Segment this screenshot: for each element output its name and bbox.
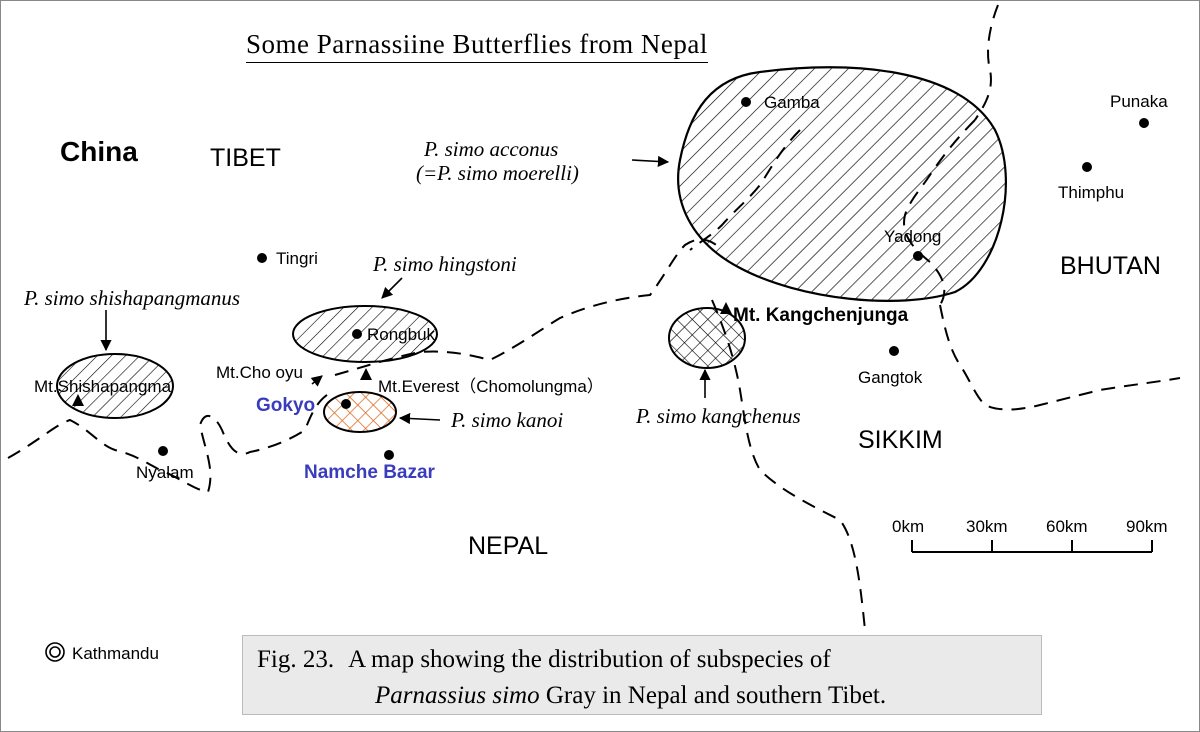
distribution-areas	[56, 66, 1007, 433]
label-shishapangmanus: P. simo shishapangmanus	[24, 286, 241, 310]
city-dots	[158, 97, 1149, 460]
label-everest: Mt.Everest（Chomolungma）	[378, 377, 604, 396]
label-yadong: Yadong	[884, 227, 942, 246]
map-title: Some Parnassiine Butterflies from Nepal	[246, 29, 708, 63]
label-cho-oyu: Mt.Cho oyu	[216, 363, 303, 382]
label-kangchenus: P. simo kangchenus	[636, 404, 801, 428]
arrow-cho-oyu	[310, 375, 323, 387]
border-sikkim-east	[939, 304, 1181, 411]
label-acconus-synonym: (=P. simo moerelli)	[416, 161, 579, 185]
dot-tingri	[257, 253, 267, 263]
scale-bar	[911, 540, 1153, 553]
kathmandu-symbol	[45, 642, 65, 662]
label-shishapangma: Mt.Shishapangma	[34, 377, 172, 396]
dot-rongbuk	[352, 329, 362, 339]
dot-gangtok	[889, 346, 899, 356]
caption-line1: A map showing the distribution of subspe…	[348, 646, 831, 673]
scale-label-0: 0km	[892, 517, 925, 536]
region-china: China	[60, 136, 138, 167]
scale-label-30: 30km	[966, 517, 1008, 536]
area-kanoi	[323, 391, 397, 433]
border-north-nepal	[334, 238, 723, 376]
peak-kangchenjunga	[720, 302, 732, 314]
label-tingri: Tingri	[276, 249, 318, 268]
border-north-bhutan	[974, 4, 999, 121]
caption-species: Parnassius simo	[375, 682, 540, 709]
dot-gokyo	[341, 399, 351, 409]
arrow-kanoi	[398, 412, 441, 425]
border-sikkim-west	[711, 299, 866, 631]
label-kangchenjunga: Mt. Kangchenjunga	[733, 305, 909, 326]
region-bhutan: BHUTAN	[1060, 252, 1161, 280]
area-hingstoni	[292, 305, 438, 363]
scale-label-90: 90km	[1126, 517, 1168, 536]
area-shishapangmanus	[56, 353, 174, 419]
dot-punaka	[1139, 118, 1149, 128]
label-namche-bazar: Namche Bazar	[304, 462, 435, 483]
arrow-acconus	[631, 155, 670, 168]
label-gokyo: Gokyo	[256, 395, 316, 416]
region-nepal: NEPAL	[468, 532, 549, 560]
border-lines	[7, 4, 1181, 631]
label-rongbuk: Rongbuk	[367, 325, 436, 344]
arrow-hingstoni	[381, 277, 403, 299]
dot-nyalam	[158, 446, 168, 456]
figure-caption: Fig. 23. A map showing the distribution o…	[242, 635, 1042, 715]
border-west	[7, 392, 331, 494]
area-kangchenus	[668, 307, 746, 369]
label-gamba: Gamba	[764, 93, 820, 112]
area-acconus	[677, 66, 1007, 302]
peak-shishapangma	[72, 394, 84, 406]
label-nyalam: Nyalam	[136, 463, 194, 482]
label-kathmandu: Kathmandu	[72, 644, 159, 663]
label-acconus: P. simo acconus	[424, 137, 559, 161]
peak-markers	[72, 302, 732, 406]
caption-line2: Gray in Nepal and southern Tibet.	[545, 682, 887, 709]
label-kanoi: P. simo kanoi	[451, 408, 564, 432]
dot-gamba	[741, 97, 751, 107]
peak-everest	[360, 368, 372, 380]
label-thimphu: Thimphu	[1058, 183, 1125, 202]
label-gangtok: Gangtok	[858, 368, 923, 387]
label-punaka: Punaka	[1110, 92, 1168, 111]
caption-fig-number: Fig. 23.	[257, 646, 335, 673]
dot-namche	[384, 450, 394, 460]
label-hingstoni: P. simo hingstoni	[373, 252, 517, 276]
dot-thimphu	[1082, 162, 1092, 172]
label-arrows	[100, 155, 711, 425]
region-sikkim: SIKKIM	[858, 426, 943, 454]
region-tibet: TIBET	[210, 144, 281, 172]
scale-label-60: 60km	[1046, 517, 1088, 536]
dot-yadong	[913, 251, 923, 261]
